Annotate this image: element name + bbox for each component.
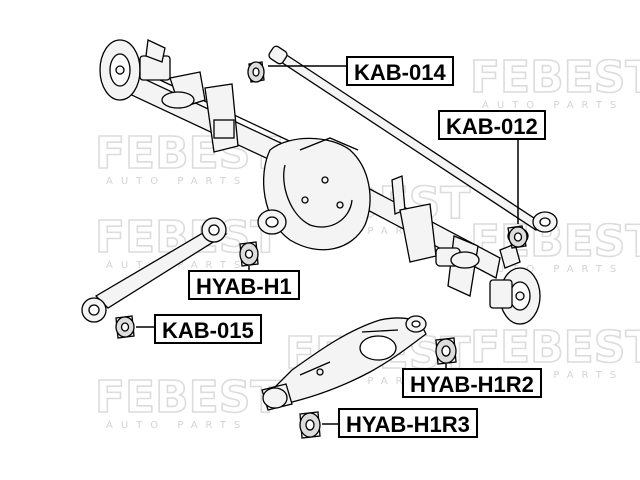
watermark-subtitle: AUTO PARTS — [296, 376, 438, 387]
watermark-brand: FEBEST — [95, 372, 280, 423]
callout-kab-012: KAB-012 — [438, 110, 546, 140]
watermark-subtitle: AUTO PARTS — [482, 370, 624, 381]
bushing-hyab-h1r3 — [299, 411, 338, 439]
callout-hyab-h1: HYAB-H1 — [188, 270, 300, 300]
lateral-rod — [268, 45, 558, 233]
callout-kab-014: KAB-014 — [346, 56, 454, 86]
bushing-hyab-h1r2 — [435, 337, 457, 370]
lower-control-arm — [261, 315, 427, 411]
callout-hyab-h1r2: HYAB-H1R2 — [402, 368, 542, 398]
rear-axle-housing — [99, 39, 541, 325]
watermark-subtitle: AUTO PARTS — [106, 420, 248, 431]
watermark-lower-left: FEBEST AUTO PARTS — [94, 371, 281, 431]
watermark-brand: FEBEST — [470, 322, 640, 373]
bushing-hyab-h1 — [239, 241, 259, 286]
upper-control-arm — [81, 217, 228, 323]
watermark-subtitle: AUTO PARTS — [106, 176, 248, 187]
watermark-subtitle: AUTO PARTS — [482, 264, 624, 275]
callout-kab-015: KAB-015 — [154, 314, 262, 344]
watermark-subtitle: AUTO PARTS — [482, 100, 624, 111]
callout-hyab-h1r3: HYAB-H1R3 — [338, 408, 478, 438]
bushing-kab-014 — [247, 61, 346, 83]
bushing-kab-015 — [115, 315, 154, 339]
watermark-top-right: FEBEST AUTO PARTS — [469, 51, 640, 111]
watermark-subtitle: AUTO PARTS — [296, 226, 438, 237]
watermark-brand: FEBEST — [470, 52, 640, 103]
bushing-kab-012 — [507, 140, 528, 249]
watermark-lower-right: FEBEST AUTO PARTS — [469, 321, 640, 381]
